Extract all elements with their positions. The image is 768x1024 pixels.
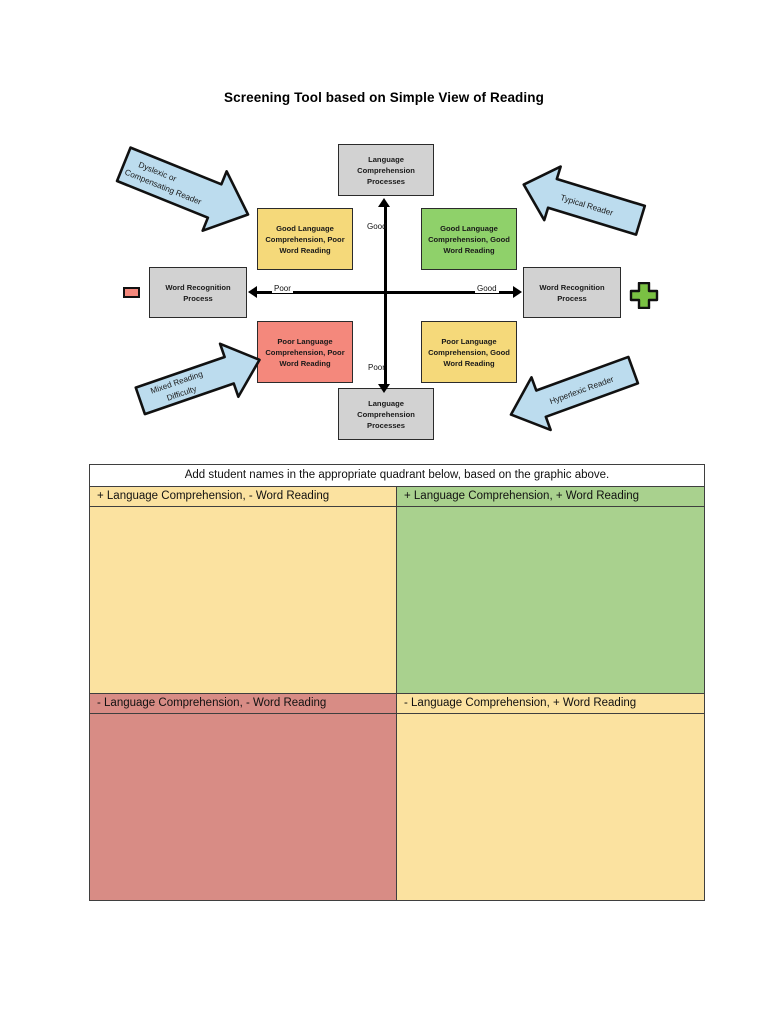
- axis-label-horizontal-right: Good: [475, 284, 499, 293]
- quadrant-box-poor-comp-good-word: Poor Language Comprehension, Good Word R…: [421, 321, 517, 383]
- quadrant-box-poor-comp-poor-word: Poor Language Comprehension, Poor Word R…: [257, 321, 353, 383]
- student-quadrant-table: Add student names in the appropriate qua…: [89, 464, 705, 901]
- table-row-labels-top: + Language Comprehension, - Word Reading…: [89, 486, 705, 507]
- table-row-labels-bottom: - Language Comprehension, - Word Reading…: [89, 693, 705, 714]
- quadrant-entry-plus-comp-plus-word[interactable]: [396, 506, 705, 694]
- vertical-axis-line: [384, 206, 387, 386]
- arrow-typical-reader: Typical Reader: [519, 165, 649, 238]
- diagram-left-box: Word Recognition Process: [149, 267, 247, 318]
- arrow-hyperlexic-reader: Hyperlexic Reader: [503, 355, 643, 432]
- diagram-bottom-box: Language Comprehension Processes: [338, 388, 434, 440]
- vertical-axis-arrow-down-icon: [378, 384, 390, 393]
- axis-label-horizontal-left: Poor: [272, 284, 293, 293]
- arrow-dyslexic-or-compensating-reader: Dyslexic or Compensating Reader: [112, 146, 262, 235]
- simple-view-of-reading-diagram: Language Comprehension Processes Languag…: [0, 130, 768, 455]
- table-row-entry-bottom: [89, 713, 705, 901]
- arrow-mixed-reading-difficulty: Mixed Reading Difficulty: [131, 342, 266, 417]
- quadrant-entry-minus-comp-minus-word[interactable]: [89, 713, 397, 901]
- quadrant-label-minus-comp-plus-word: - Language Comprehension, + Word Reading: [396, 693, 705, 714]
- quadrant-box-good-comp-poor-word: Good Language Comprehension, Poor Word R…: [257, 208, 353, 270]
- horizontal-axis-line-left: [256, 291, 384, 294]
- table-instruction-header: Add student names in the appropriate qua…: [89, 464, 705, 487]
- horizontal-axis-arrow-right-icon: [513, 286, 522, 298]
- quadrant-label-plus-comp-minus-word: + Language Comprehension, - Word Reading: [89, 486, 397, 507]
- quadrant-label-plus-comp-plus-word: + Language Comprehension, + Word Reading: [396, 486, 705, 507]
- diagram-top-box: Language Comprehension Processes: [338, 144, 434, 196]
- quadrant-entry-plus-comp-minus-word[interactable]: [89, 506, 397, 694]
- vertical-axis-arrow-up-icon: [378, 198, 390, 207]
- green-plus-icon: [629, 281, 659, 314]
- diagram-right-box: Word Recognition Process: [523, 267, 621, 318]
- horizontal-axis-line-right: [384, 291, 514, 294]
- quadrant-label-minus-comp-minus-word: - Language Comprehension, - Word Reading: [89, 693, 397, 714]
- quadrant-entry-minus-comp-plus-word[interactable]: [396, 713, 705, 901]
- axis-label-vertical-bottom: Poor: [368, 363, 385, 372]
- red-rectangle-icon: [123, 287, 140, 298]
- table-row-header: Add student names in the appropriate qua…: [89, 464, 705, 487]
- table-row-entry-top: [89, 506, 705, 694]
- quadrant-box-good-comp-good-word: Good Language Comprehension, Good Word R…: [421, 208, 517, 270]
- page-title: Screening Tool based on Simple View of R…: [224, 90, 544, 105]
- horizontal-axis-arrow-left-icon: [248, 286, 257, 298]
- axis-label-vertical-top: Good: [367, 222, 387, 231]
